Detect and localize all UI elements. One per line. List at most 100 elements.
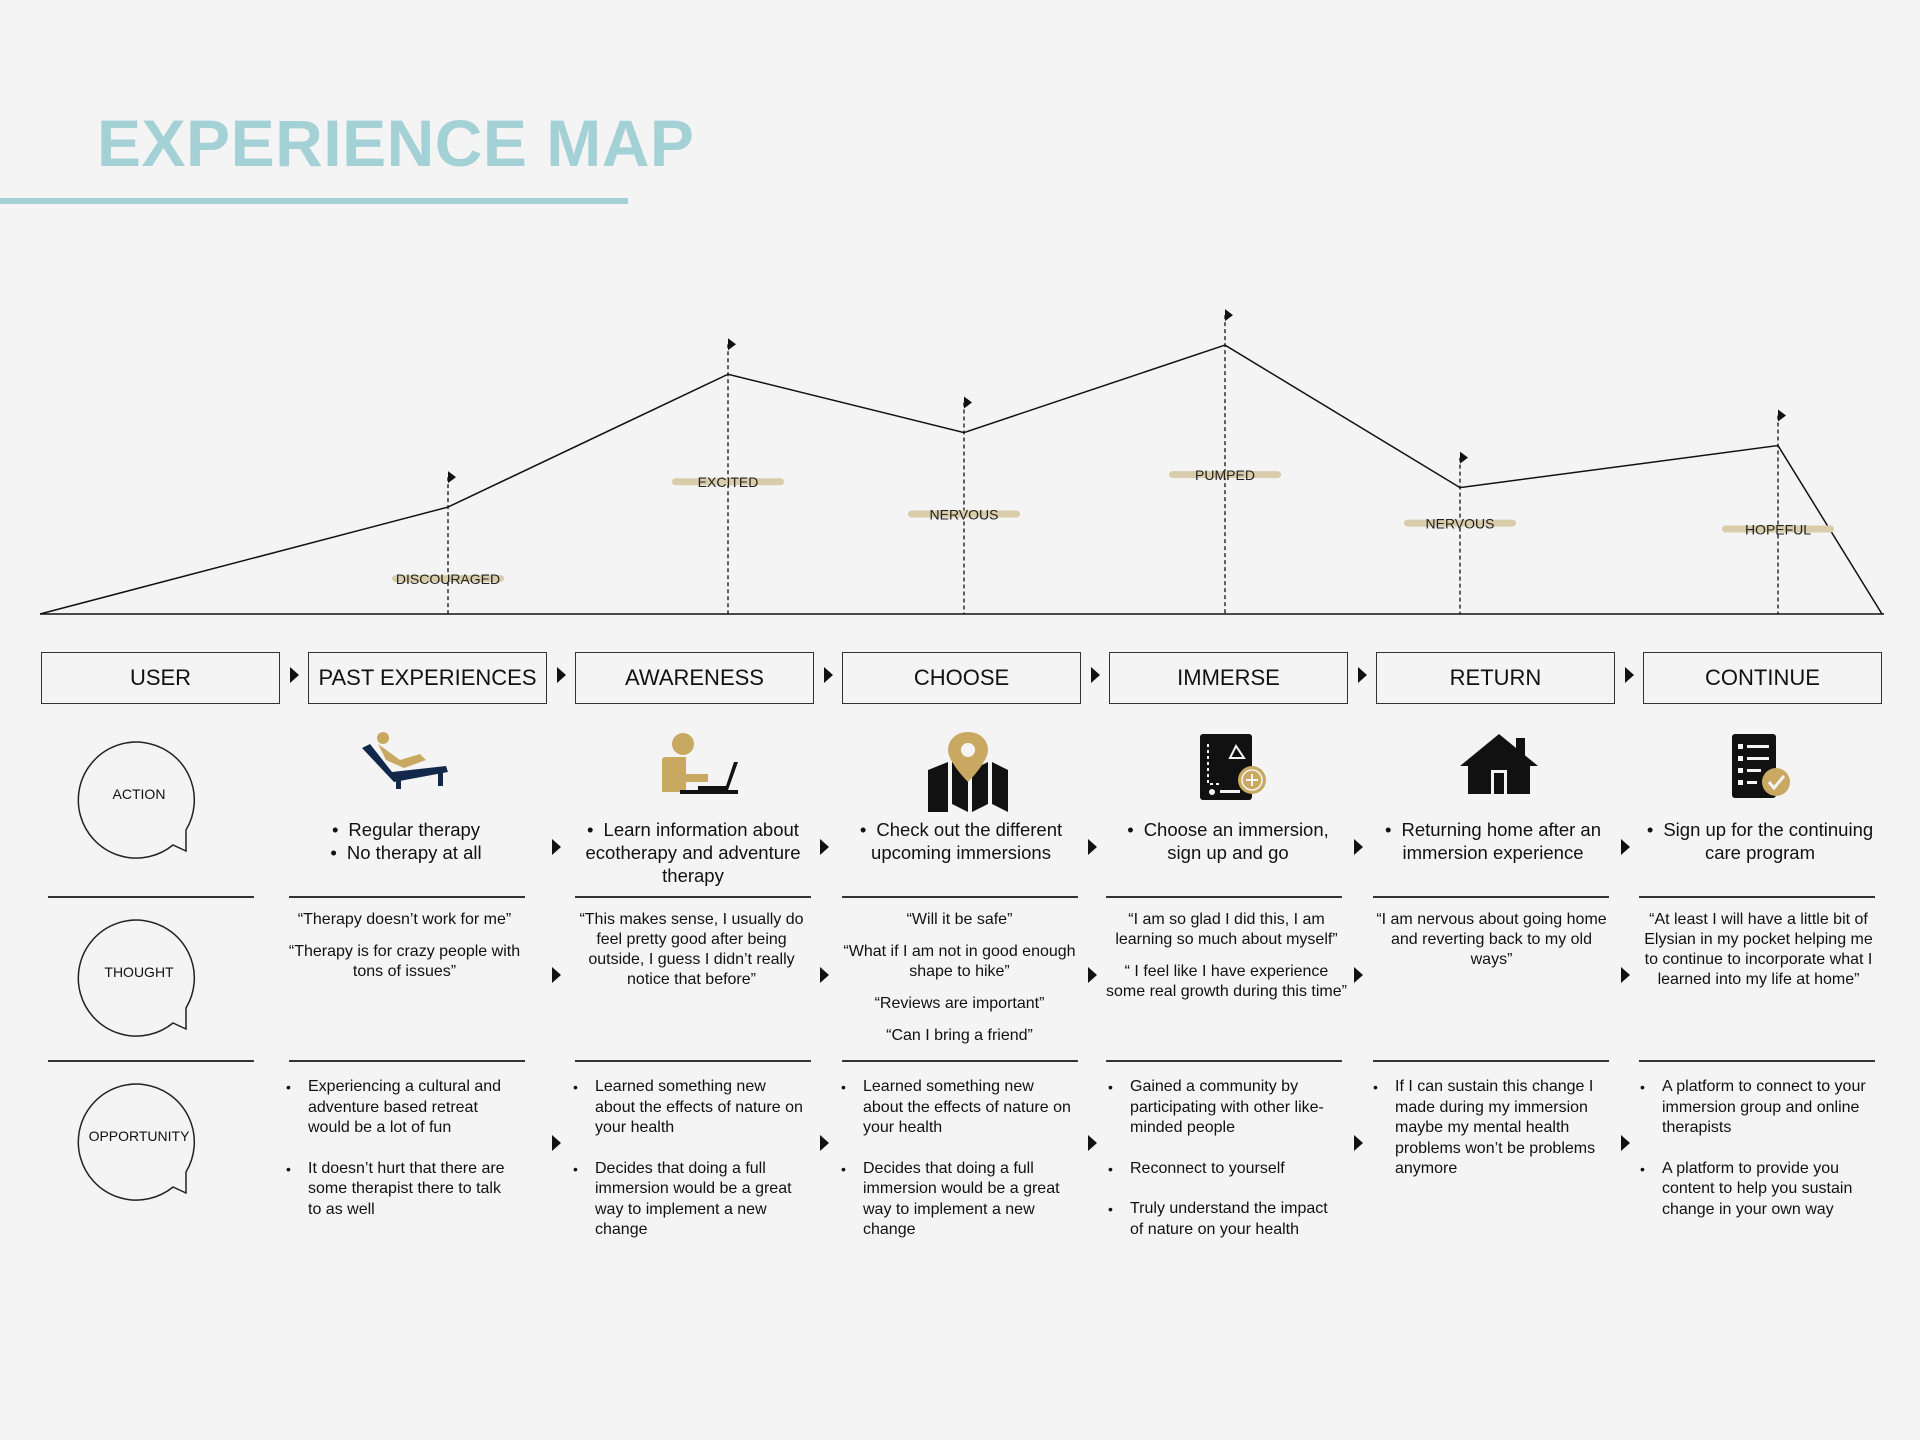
flow-arrow-icon [1621, 1135, 1630, 1151]
action-text: •Sign up for the continuing care program [1640, 818, 1880, 864]
thought-text: “I am so glad I did this, I am learning … [1104, 910, 1349, 1014]
flow-arrow-icon [820, 1135, 829, 1151]
stage-awareness: AWARENESS [575, 652, 814, 704]
action-list: •Learn information about ecotherapy and … [573, 818, 813, 887]
opportunity-item: Learned something new about the effects … [841, 1077, 1073, 1139]
stage-immerse: IMMERSE [1109, 652, 1348, 704]
thought-quote: “Therapy is for crazy people with tons o… [288, 943, 521, 980]
stage-return: RETURN [1376, 652, 1615, 704]
stage-arrow-icon [557, 667, 566, 683]
flow-arrow-icon [1621, 967, 1630, 983]
action-item: • Returning home after an immersion exper… [1373, 818, 1613, 864]
thought-quote: “Can I bring a friend” [886, 1027, 1033, 1044]
thought-quote: “I am nervous about going home and rever… [1376, 911, 1607, 968]
row-divider [842, 896, 1078, 898]
stage-arrow-icon [290, 667, 299, 683]
opportunity-item: Decides that doing a full immersion woul… [573, 1159, 805, 1241]
action-list: • Returning home after an immersion exper… [1373, 818, 1613, 864]
speech-bubble-icon [77, 1083, 196, 1201]
stage-user: USER [41, 652, 280, 704]
flag-marker-icon [1778, 409, 1786, 422]
action-item-text: Choose an immersion, sign up and go [1143, 819, 1329, 863]
opportunity-list: Learned something new about the effects … [573, 1077, 805, 1241]
row-divider [48, 896, 254, 898]
action-item: •Choose an immersion, sign up and go [1108, 818, 1348, 864]
emotion-label: DISCOURAGED [396, 571, 500, 587]
action-item-text: Sign up for the continuing care program [1663, 819, 1874, 863]
flow-arrow-icon [552, 839, 561, 855]
opportunity-item: A platform to provide you content to hel… [1640, 1159, 1872, 1221]
itinerary-icon [1200, 734, 1266, 800]
bullet: • [1385, 819, 1392, 840]
thought-quote: “This makes sense, I usually do feel pre… [579, 911, 804, 988]
action-item-text: Returning home after an immersion experi… [1401, 819, 1601, 863]
thought-quote: “ I feel like I have experience some rea… [1106, 963, 1347, 1000]
checklist-icon [1732, 734, 1790, 798]
action-item: •Learn information about ecotherapy and … [573, 818, 813, 887]
opportunity-item: A platform to connect to your immersion … [1640, 1077, 1872, 1139]
opportunity-list: Experiencing a cultural and adventure ba… [286, 1077, 518, 1220]
opportunity-item: If I can sustain this change I made duri… [1373, 1077, 1605, 1180]
bullet: • [331, 819, 339, 840]
row-divider [1106, 896, 1342, 898]
thought-text: “I am nervous about going home and rever… [1369, 910, 1614, 982]
action-item-text: No therapy at all [346, 842, 482, 863]
thought-quote: “I am so glad I did this, I am learning … [1115, 911, 1338, 948]
stage-arrow-icon [1625, 667, 1634, 683]
emotion-band [1404, 519, 1516, 527]
flow-arrow-icon [1621, 839, 1630, 855]
emotion-band [1722, 525, 1834, 533]
action-list: •Regular therapy• No therapy at all [286, 818, 526, 864]
flow-arrow-icon [1088, 1135, 1097, 1151]
row-divider [1373, 896, 1609, 898]
opportunity-item: Experiencing a cultural and adventure ba… [286, 1077, 518, 1139]
flag-marker-icon [448, 471, 456, 484]
opportunity-text: Experiencing a cultural and adventure ba… [286, 1077, 518, 1240]
row-divider [575, 1060, 811, 1062]
action-text: •Check out the different upcoming immers… [841, 818, 1081, 864]
stage-past-experiences: PAST EXPERIENCES [308, 652, 547, 704]
opportunity-text: Learned something new about the effects … [573, 1077, 805, 1261]
action-item-text: Check out the different upcoming immersi… [871, 819, 1063, 863]
emotion-band [908, 510, 1020, 518]
speech-bubble-icon [77, 741, 196, 859]
stage-continue: CONTINUE [1643, 652, 1882, 704]
row-label-opportunity: OPPORTUNITY [88, 1128, 190, 1144]
home-icon [1460, 734, 1538, 794]
flow-arrow-icon [552, 967, 561, 983]
bullet: • [330, 842, 337, 863]
emotion-label: NERVOUS [930, 507, 999, 523]
flag-marker-icon [728, 338, 736, 351]
opportunity-list: Gained a community by participating with… [1108, 1077, 1340, 1240]
thought-quote: “Will it be safe” [906, 911, 1013, 928]
thought-quote: “What if I am not in good enough shape t… [843, 943, 1076, 980]
action-item: • No therapy at all [286, 841, 526, 864]
opportunity-item: Truly understand the impact of nature on… [1108, 1199, 1340, 1240]
person-laptop-icon [662, 733, 738, 794]
bullet: • [859, 819, 867, 840]
row-divider [842, 1060, 1078, 1062]
row-divider [48, 1060, 254, 1062]
opportunity-item: Gained a community by participating with… [1108, 1077, 1340, 1139]
opportunity-item: Learned something new about the effects … [573, 1077, 805, 1139]
opportunity-text: If I can sustain this change I made duri… [1373, 1077, 1605, 1200]
flow-arrow-icon [820, 967, 829, 983]
action-text: •Choose an immersion, sign up and go [1108, 818, 1348, 864]
flow-arrow-icon [1088, 967, 1097, 983]
row-divider [289, 1060, 525, 1062]
speech-bubble-icon [77, 919, 196, 1037]
emotion-label: EXCITED [698, 474, 759, 490]
row-divider [575, 896, 811, 898]
emotion-band [392, 575, 504, 583]
action-item: •Regular therapy [286, 818, 526, 841]
flow-arrow-icon [1354, 839, 1363, 855]
map-pin-icon [928, 732, 1008, 812]
opportunity-text: Learned something new about the effects … [841, 1077, 1073, 1261]
thought-quote: “Reviews are important” [874, 995, 1045, 1012]
emotion-band [1169, 471, 1281, 479]
emotion-band [672, 478, 784, 486]
row-divider [1639, 896, 1875, 898]
flag-marker-icon [964, 396, 972, 409]
row-divider [1639, 1060, 1875, 1062]
emotion-label: HOPEFUL [1745, 522, 1811, 538]
